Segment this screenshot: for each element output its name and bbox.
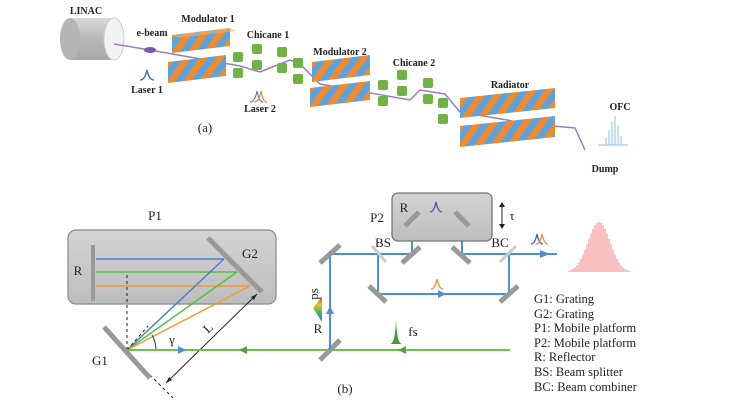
panel-a: LINAC e-beam Laser 1 Modulator 1 Chicane…: [60, 6, 631, 175]
p2-label: P2: [370, 210, 384, 225]
modulator-1: [168, 28, 236, 83]
beam-arrow-left: [239, 346, 247, 354]
fs-pulse-icon: [390, 320, 402, 344]
mirror-p2-right: [453, 210, 471, 228]
mirror-p2-left: [403, 210, 421, 228]
chicane2-label: Chicane 2: [393, 58, 436, 69]
ofc-label: OFC: [609, 102, 630, 113]
length-arrow: [165, 293, 258, 384]
length-arrow-head-top: [251, 294, 257, 300]
reflector-p2-label: R: [400, 200, 409, 215]
g2-label: G2: [242, 246, 258, 261]
tau-arrow-head-down: [499, 224, 505, 229]
beam-arrow-left-2: [398, 346, 406, 354]
p2-pulse-icon: [429, 201, 443, 213]
grating-g2: [206, 236, 264, 294]
panel-b-caption: (b): [337, 381, 352, 396]
chicane-2: [378, 70, 448, 124]
stretcher-prism-icon: [313, 297, 322, 322]
beam-orange-diag: [126, 285, 251, 351]
modulator-2: [310, 55, 370, 107]
panel-a-caption: (a): [198, 120, 212, 135]
beam-combiner: [498, 244, 518, 264]
legend-item: BS: Beam splitter: [534, 364, 623, 379]
beam-arrow-right: [178, 346, 186, 354]
beam-splitter: [370, 245, 388, 263]
reflector-p1-label: R: [74, 263, 83, 278]
chicane1-label: Chicane 1: [247, 30, 290, 41]
ps-label: ps: [306, 288, 321, 300]
output-pulse-orange-icon: [535, 233, 549, 245]
mirror-bs-up: [400, 245, 422, 265]
electron-bunch: [144, 47, 156, 53]
legend: G1: Grating G2: Grating P1: Mobile platf…: [534, 292, 637, 394]
legend-item: BC: Beam combiner: [534, 379, 637, 394]
modulator2-label: Modulator 2: [313, 47, 366, 58]
linac-cylinder: [60, 17, 125, 61]
radiator-label: Radiator: [491, 80, 530, 91]
mirror-lower-right: [498, 284, 520, 304]
laser1-pulse-icon: [139, 69, 155, 81]
reflector-turn-label: R: [314, 321, 323, 336]
laser2-pulse-orange-icon: [253, 90, 268, 103]
mirror-lower-left: [367, 284, 388, 304]
lower-pulse-icon: [430, 278, 444, 290]
p1-label: P1: [148, 208, 162, 223]
dump-label: Dump: [592, 164, 619, 175]
laser2-pulse-blue-icon: [249, 90, 264, 103]
beam-green-diag: [126, 271, 238, 351]
legend-item: G2: Grating: [534, 306, 595, 321]
mirror-down-bc: [450, 245, 472, 265]
g1-normal-dashed: [126, 325, 149, 351]
laser1-label: Laser 1: [131, 85, 163, 96]
delay-lower-beam: [377, 254, 510, 295]
gamma-label: γ: [168, 332, 175, 347]
linac-label: LINAC: [70, 6, 102, 17]
grating-g1: [102, 325, 152, 380]
panel-b: P1 R G2 G1 γ L fs: [67, 192, 630, 399]
bs-label: BS: [375, 235, 391, 250]
output-comb-icon: [568, 222, 630, 272]
bc-label: BC: [491, 235, 508, 250]
platform-p2: [391, 192, 493, 242]
radiator: [460, 88, 555, 147]
chicane-1: [233, 44, 303, 84]
beam-blue-diag: [126, 258, 225, 351]
modulator1-label: Modulator 1: [181, 14, 234, 25]
length-arrow-head-bottom: [166, 377, 172, 383]
beam-arrow-lower: [438, 290, 446, 298]
ebeam-label: e-beam: [136, 28, 168, 39]
legend-item: P1: Mobile platform: [534, 321, 637, 336]
length-label: L: [200, 320, 216, 336]
legend-item: P2: Mobile platform: [534, 335, 637, 350]
legend-item: G1: Grating: [534, 292, 595, 306]
tau-arrow-head-up: [499, 202, 505, 207]
mirror-top-left: [318, 243, 342, 265]
ofc-comb-icon: [598, 116, 628, 146]
fs-label: fs: [408, 324, 417, 339]
g1-label: G1: [92, 353, 108, 368]
platform-p1: [67, 229, 277, 305]
laser2-label: Laser 2: [244, 104, 276, 115]
tau-label: τ: [509, 208, 514, 223]
beam-arrow-up: [326, 306, 334, 314]
reflector-p1: [91, 245, 95, 301]
legend-item: R: Reflector: [534, 350, 596, 365]
beam-arrow-out: [540, 250, 550, 258]
output-pulse-blue-icon: [530, 233, 544, 245]
